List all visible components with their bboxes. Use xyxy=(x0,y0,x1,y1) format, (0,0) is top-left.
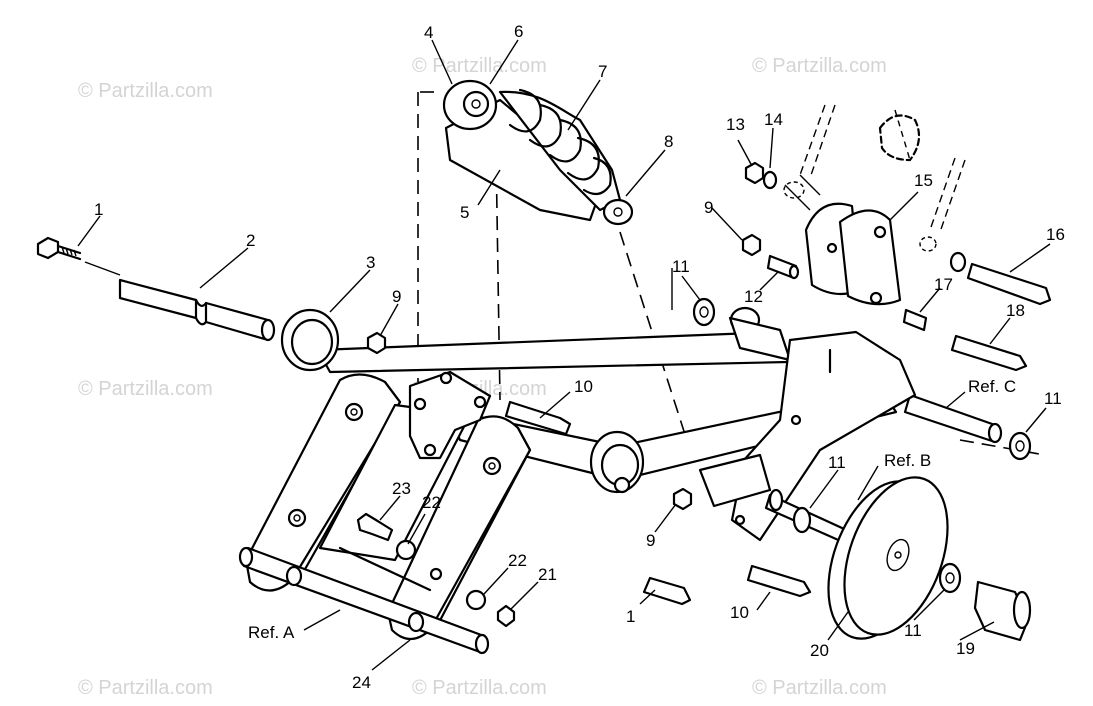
callout-labels: 1 2 3 4 5 6 7 8 9 9 9 10 10 11 11 11 11 … xyxy=(94,22,1065,692)
bolt-part-18 xyxy=(950,334,1028,372)
callout-label: 11 xyxy=(828,453,846,472)
callout-label: 10 xyxy=(730,603,749,622)
nut-part-9 xyxy=(741,233,762,257)
bolts xyxy=(356,262,1052,606)
washer xyxy=(949,251,967,273)
washer-part-11 xyxy=(692,297,716,327)
shock-absorber xyxy=(442,79,634,226)
washer-part-11 xyxy=(1008,431,1032,461)
watermarks: © Partzilla.com © Partzilla.com © Partzi… xyxy=(78,55,887,699)
bracket-part-15 xyxy=(783,104,966,306)
callout-label: 11 xyxy=(1044,389,1062,408)
callout-label: 1 xyxy=(94,200,103,219)
bolt-part-10 xyxy=(746,564,812,598)
callout-label: 24 xyxy=(352,673,371,692)
washer-part-22 xyxy=(465,589,487,611)
callout-label: 6 xyxy=(514,22,523,41)
washer-part-11 xyxy=(938,562,962,594)
callout-label: 9 xyxy=(392,287,401,306)
ref-c-label: Ref. C xyxy=(968,377,1016,396)
nut-part-9 xyxy=(366,331,387,355)
watermark: © Partzilla.com xyxy=(78,80,213,102)
ref-a-shaft xyxy=(238,546,490,655)
watermark: © Partzilla.com xyxy=(752,677,887,699)
callout-label: 9 xyxy=(704,198,713,217)
callout-label: 18 xyxy=(1006,301,1025,320)
callout-label: 23 xyxy=(392,479,411,498)
bolt-part-1 xyxy=(642,576,692,606)
callout-label: 1 xyxy=(626,607,635,626)
callout-label: 15 xyxy=(914,171,933,190)
nut-part-21 xyxy=(496,604,516,628)
bolt-part-23 xyxy=(356,512,394,542)
nut-part-13 xyxy=(744,161,765,185)
ref-b-label: Ref. B xyxy=(884,451,931,470)
watermark: © Partzilla.com xyxy=(78,677,213,699)
bushing-end xyxy=(1012,590,1032,630)
washer-part-11 xyxy=(792,506,812,534)
spacer-part-17 xyxy=(902,308,928,332)
washer-part-22 xyxy=(395,539,417,561)
callout-label: 8 xyxy=(664,132,673,151)
right-side-arm xyxy=(386,415,532,641)
callout-label: 19 xyxy=(956,639,975,658)
callout-label: 9 xyxy=(646,531,655,550)
watermark: © Partzilla.com xyxy=(78,378,213,400)
callout-label: 5 xyxy=(460,203,469,222)
bolt-part-10 xyxy=(504,400,572,436)
callout-label: 22 xyxy=(508,551,527,570)
watermark: © Partzilla.com xyxy=(752,55,887,77)
callout-label: 4 xyxy=(424,23,433,42)
ref-a-label: Ref. A xyxy=(248,623,295,642)
bolt-part-1 xyxy=(36,236,82,261)
rear-arm-bracket xyxy=(698,330,917,542)
callout-label: 13 xyxy=(726,115,745,134)
callout-label: 11 xyxy=(672,257,690,276)
idler-wheel-part-20 xyxy=(827,476,949,640)
callout-label: 12 xyxy=(744,287,763,306)
callout-label: 17 xyxy=(934,275,953,294)
upper-cross-tube xyxy=(280,308,790,374)
callout-label: 21 xyxy=(538,565,557,584)
watermark: © Partzilla.com xyxy=(412,677,547,699)
callout-label: 22 xyxy=(422,493,441,512)
callout-label: 11 xyxy=(904,621,922,640)
callout-label: 7 xyxy=(598,62,607,81)
callout-leaders xyxy=(77,39,1051,671)
nut-part-9 xyxy=(672,487,693,511)
washer-part-14 xyxy=(762,170,778,190)
callout-label: 16 xyxy=(1046,225,1065,244)
shaft-part-2 xyxy=(118,278,276,342)
bolt-part-16 xyxy=(966,262,1052,306)
ref-c-shaft xyxy=(728,306,1003,444)
callout-label: 3 xyxy=(366,253,375,272)
pivot-bracket xyxy=(408,370,492,460)
callout-label: 10 xyxy=(574,377,593,396)
callout-label: 20 xyxy=(810,641,829,660)
watermark: © Partzilla.com xyxy=(412,55,547,77)
callout-label: 2 xyxy=(246,231,255,250)
callout-label: 14 xyxy=(764,110,783,129)
